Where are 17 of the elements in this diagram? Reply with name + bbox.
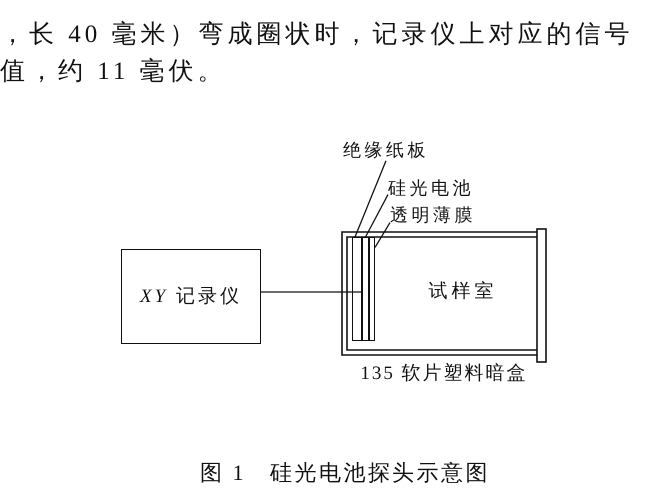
- callout-label: 透明薄膜: [390, 205, 476, 226]
- paragraph-line: 值，约 11 毫伏。: [0, 58, 227, 87]
- leader-line: [374, 222, 391, 248]
- film-strip: [369, 237, 375, 341]
- connecting-wire: [261, 291, 362, 293]
- photocell-plate: [362, 237, 369, 341]
- chamber-label: 试样室: [428, 281, 498, 303]
- cassette-caption: 135 软片塑料暗盒: [360, 363, 528, 385]
- leader-line: [354, 160, 387, 238]
- paragraph-line: ，长 40 毫米）弯成圈状时，记录仪上对应的信号: [0, 21, 634, 50]
- cardboard-plate: [352, 237, 362, 341]
- callout-label: 硅光电池: [388, 178, 474, 199]
- leader-line: [364, 194, 389, 238]
- callout-label: 绝缘纸板: [343, 140, 429, 161]
- figure-caption: 图 1 硅光电池探头示意图: [200, 460, 490, 486]
- recorder-box: [121, 249, 261, 344]
- box-label: XY 记录仪: [140, 286, 242, 308]
